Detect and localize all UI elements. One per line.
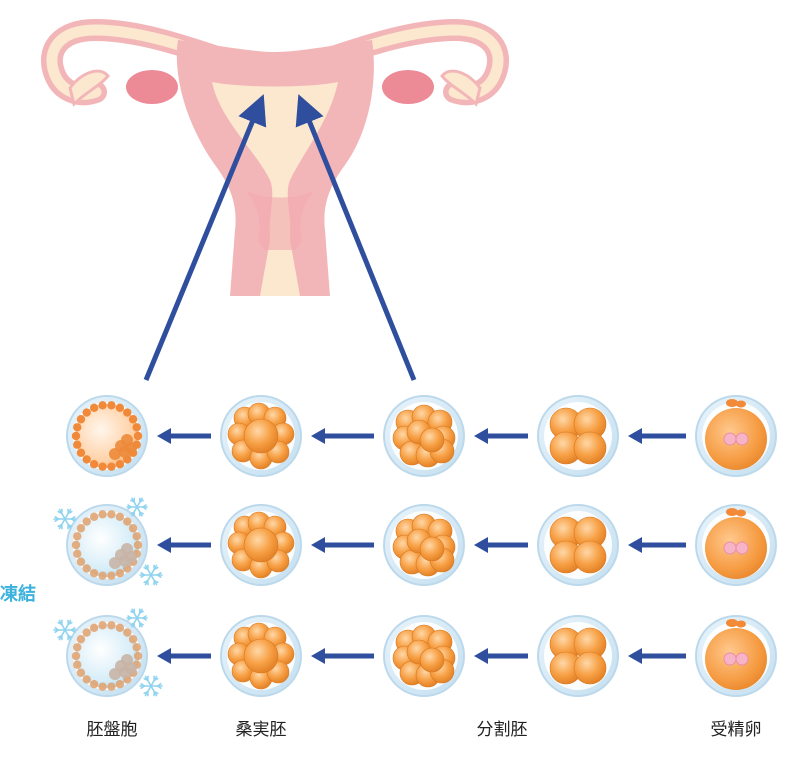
uterine-cavity bbox=[212, 82, 338, 296]
label-fertilized-egg: 受精卵 bbox=[711, 720, 762, 740]
label-blastocyst: 胚盤胞 bbox=[87, 720, 138, 740]
development-arrow bbox=[474, 648, 528, 664]
label-frozen: 凍結 bbox=[0, 583, 36, 605]
four-cell-embryo bbox=[537, 395, 619, 477]
development-arrow bbox=[157, 537, 211, 553]
morula bbox=[220, 615, 302, 697]
snowflake-icon bbox=[126, 497, 148, 517]
label-morula: 桑実胚 bbox=[236, 720, 287, 740]
embryo-row bbox=[66, 615, 777, 697]
development-arrow bbox=[474, 428, 528, 444]
development-arrow bbox=[311, 537, 374, 553]
pronucleus bbox=[723, 432, 737, 446]
pronucleus bbox=[723, 652, 737, 666]
right-ovary bbox=[382, 70, 434, 104]
development-arrow bbox=[157, 648, 211, 664]
four-cell-embryo bbox=[537, 504, 619, 586]
four-cell-embryo bbox=[537, 615, 619, 697]
snowflake-icon bbox=[53, 619, 77, 641]
frozen-blastocyst bbox=[66, 504, 148, 586]
frozen-blastocyst bbox=[66, 615, 148, 697]
left-ovary bbox=[126, 70, 178, 104]
development-arrow bbox=[311, 648, 374, 664]
cleavage-embryo bbox=[383, 504, 465, 586]
fertilized-egg bbox=[695, 504, 777, 586]
development-arrow bbox=[628, 537, 686, 553]
label-cleavage-embryo: 分割胚 bbox=[477, 720, 528, 740]
fertilized-egg bbox=[695, 615, 777, 697]
uterus-illustration bbox=[41, 18, 509, 296]
cleavage-embryo bbox=[383, 615, 465, 697]
pronucleus bbox=[735, 432, 749, 446]
development-arrow bbox=[311, 428, 374, 444]
embryo-development-grid bbox=[53, 395, 777, 697]
snowflake-icon bbox=[53, 508, 77, 530]
snowflake-icon bbox=[126, 608, 148, 628]
transfer-arrow-blastocyst bbox=[143, 94, 267, 381]
development-arrow bbox=[628, 428, 686, 444]
morula bbox=[220, 395, 302, 477]
snowflake-icon bbox=[139, 564, 163, 586]
snowflake-icon bbox=[139, 675, 163, 697]
blastocyst bbox=[66, 395, 148, 477]
embryo-row bbox=[66, 395, 777, 477]
pronucleus bbox=[735, 652, 749, 666]
transfer-arrows bbox=[143, 94, 417, 381]
development-arrow bbox=[474, 537, 528, 553]
development-arrow bbox=[628, 648, 686, 664]
pronucleus bbox=[735, 541, 749, 555]
morula bbox=[220, 504, 302, 586]
development-arrow bbox=[157, 428, 211, 444]
fertilized-egg bbox=[695, 395, 777, 477]
cleavage-embryo bbox=[383, 395, 465, 477]
embryo-row bbox=[66, 504, 777, 586]
transfer-arrow-cleavage bbox=[295, 94, 417, 381]
pronucleus bbox=[723, 541, 737, 555]
